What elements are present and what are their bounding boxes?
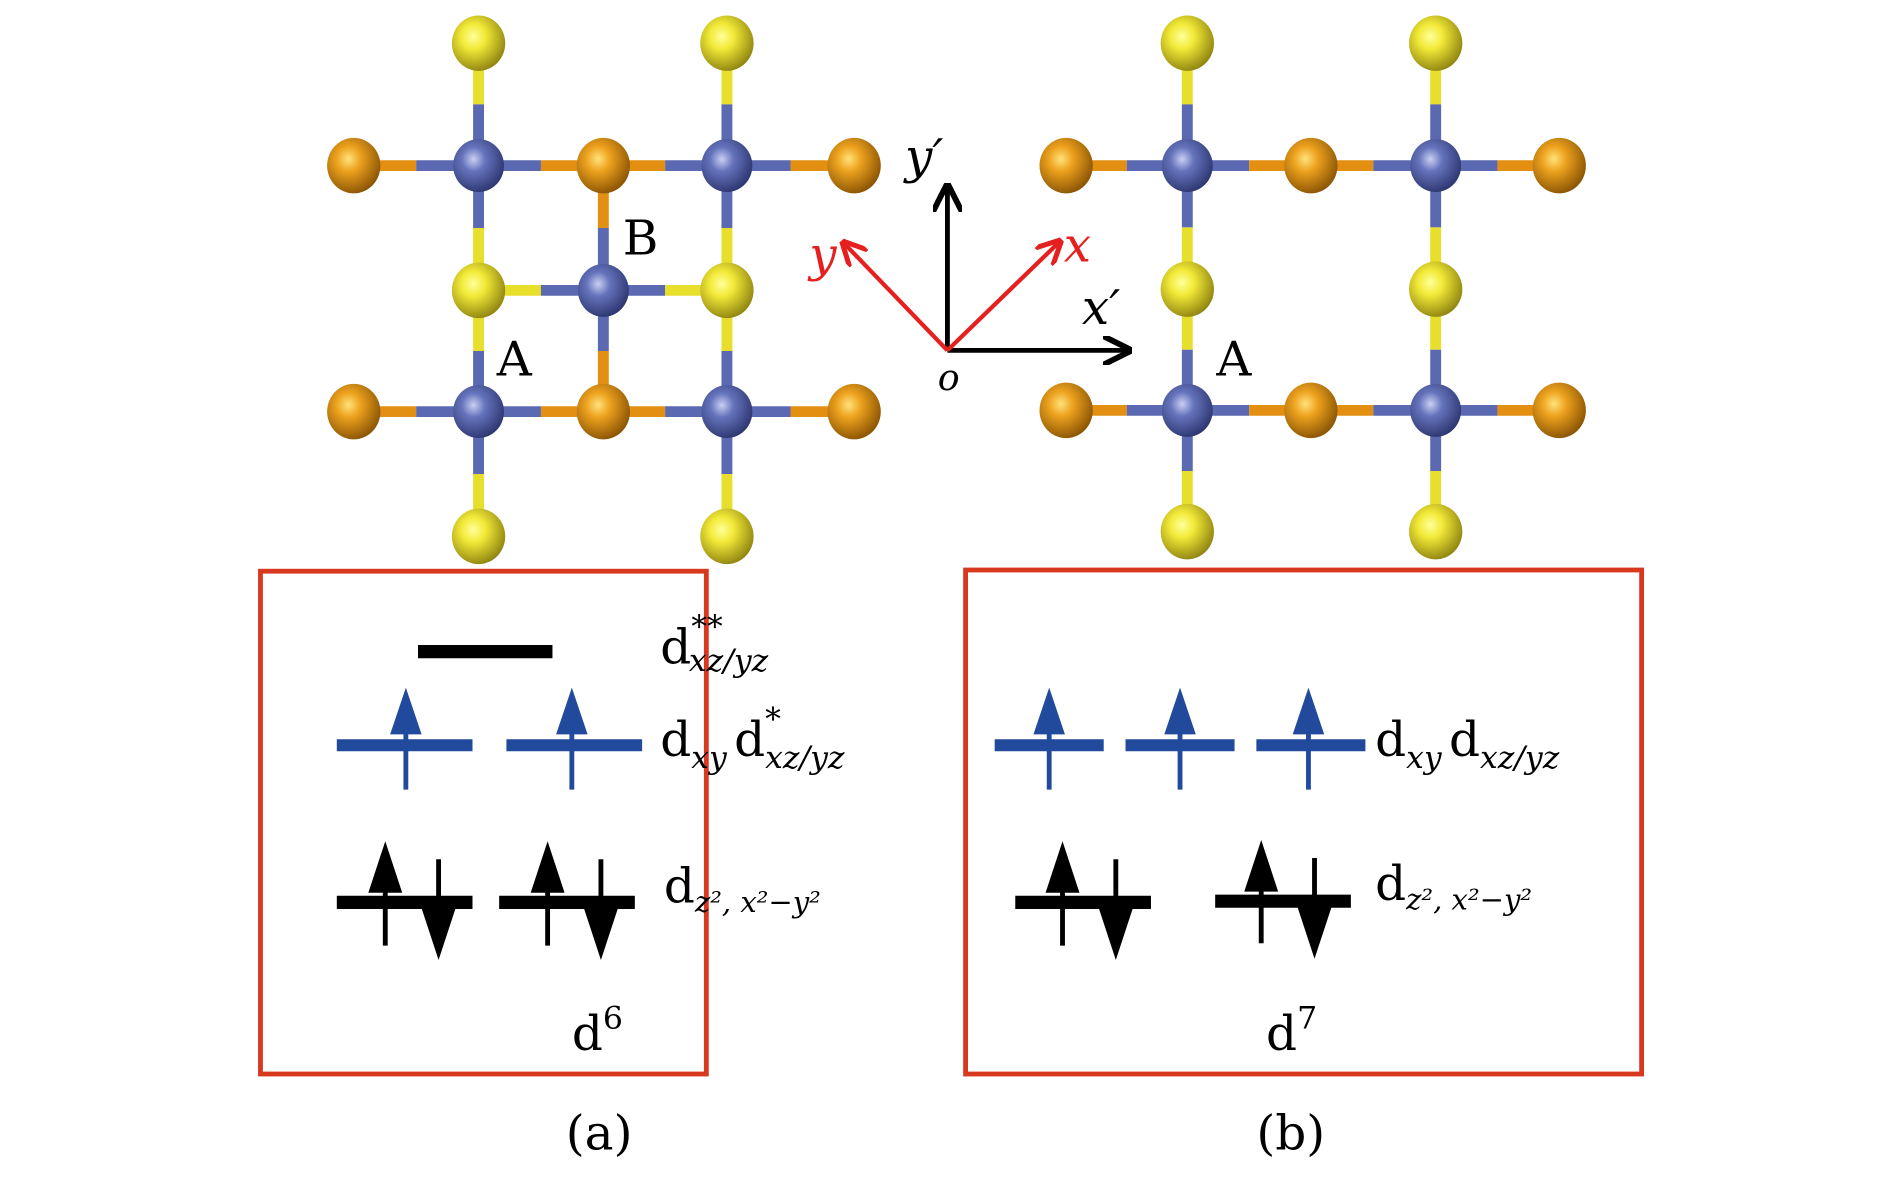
yellow-atom [1160,15,1214,71]
paired-orbital-1 [1015,841,1151,960]
site-label-a-left: A [496,332,533,388]
yellow-atom [1409,261,1463,317]
spin-up-arrow-icon [368,841,403,893]
spin-up-arrow-icon [1164,687,1196,735]
orange-atom [827,137,881,194]
orange-atom [576,383,630,440]
paired-orbital-2 [1215,840,1351,959]
blue-atom [1410,383,1462,437]
orange-atom [327,137,381,194]
blue-atom [453,139,504,193]
yellow-atom [1160,503,1214,560]
lattice-b [1039,15,1586,560]
yellow-atom [1409,503,1463,560]
site-label-a-right: A [1215,332,1252,388]
axis-x-arrow [945,241,1060,352]
panel-b-caption: (b) [1256,1106,1325,1162]
axis-y-label: y [807,227,837,283]
yellow-atom [451,262,506,319]
spin-up-arrow-icon [1244,840,1279,892]
spin-up-orbital-1 [336,687,473,790]
yellow-atom [700,508,754,565]
spin-up-arrow-icon [1045,841,1080,893]
orange-atom [1039,382,1093,439]
blue-atom [701,385,753,439]
spin-up-arrow-icon [390,687,422,735]
yellow-atom [1409,15,1463,71]
spin-up-arrow-icon [1033,687,1065,735]
paired-orbital-1 [336,841,473,960]
orange-atom [827,383,881,440]
spin-down-arrow-icon [1098,908,1133,960]
paired-orbital-2 [499,841,635,960]
yellow-atom [451,508,506,565]
site-label-b: B [623,211,659,267]
spin-up-orbital-2 [1125,687,1235,790]
level-label-top: d**xz/yz [660,609,768,678]
panel-b-box [963,567,1645,1077]
orange-atom [1532,382,1586,439]
spin-up-orbital-2 [506,687,643,790]
yellow-atom [700,262,754,319]
blue-atom [1410,139,1462,193]
blue-atom [577,263,629,317]
orange-atom [1284,137,1338,194]
spin-down-arrow-icon [421,908,456,960]
level-label-low: dz², x²−y² [664,859,821,919]
blue-atom [1161,139,1213,193]
level-label-low: dz², x²−y² [1375,856,1532,916]
axis-y-arrow [843,242,949,352]
blue-atom [453,385,504,439]
axis-y-prime-label: y′ [903,129,943,185]
yellow-atom [1160,261,1214,317]
spin-up-arrow-icon [530,841,565,893]
orange-atom [327,383,381,440]
orange-atom [1039,137,1093,194]
origin-label: o [938,356,960,399]
axis-x-prime-label: x′ [1082,280,1120,336]
blue-atom [701,139,753,193]
lattice-a [327,15,881,565]
orange-atom [1284,382,1338,439]
spin-down-arrow-icon [583,908,618,960]
spin-up-arrow-icon [1292,687,1325,735]
yellow-atom [451,15,506,71]
blue-atom [1161,383,1213,437]
orange-atom [576,137,630,194]
config-label-d7: d7 [1266,1001,1317,1062]
spin-up-orbital-3 [1256,687,1366,790]
yellow-atom [700,15,754,71]
axis-x-label: x [1064,218,1091,274]
coordinate-axes: y′ x′ x y o [807,129,1129,399]
config-label-d6: d6 [572,1001,623,1062]
panel-a-caption: (a) [566,1106,633,1162]
orange-atom [1532,137,1586,194]
spin-up-orbital-1 [994,687,1104,790]
spin-down-arrow-icon [1297,907,1332,959]
spin-up-arrow-icon [556,687,588,735]
panel-a-box [258,568,709,1077]
